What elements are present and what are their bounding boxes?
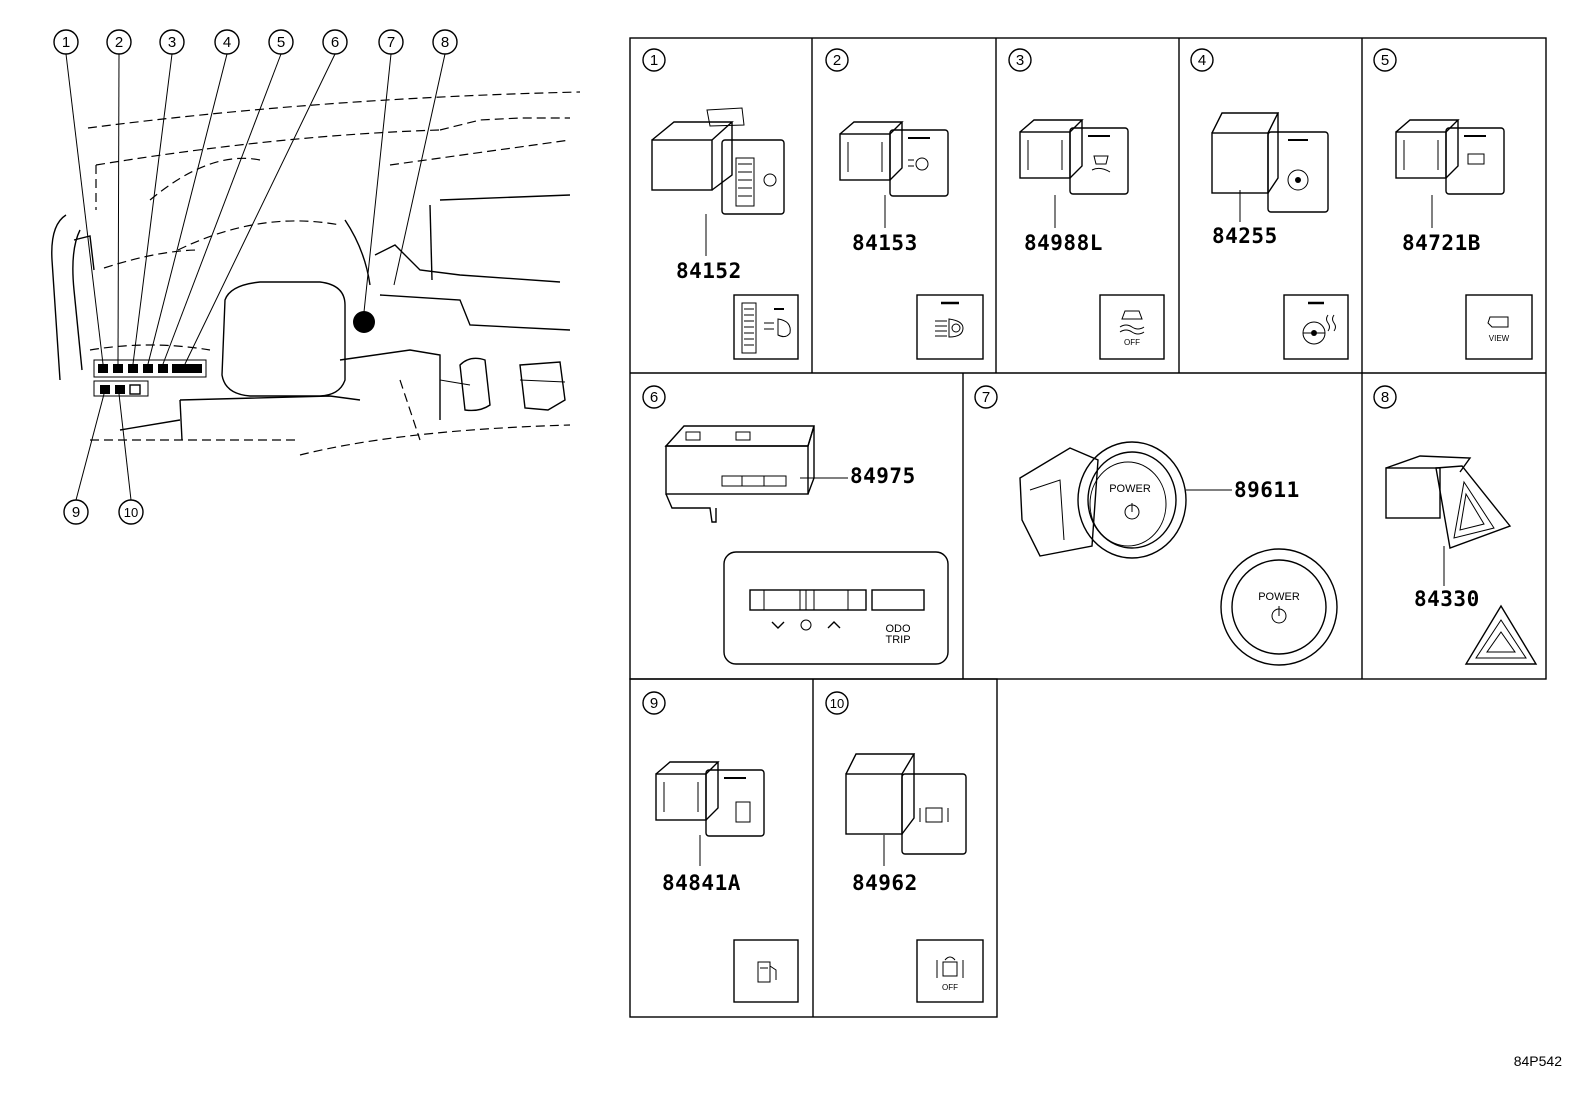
part-number-89611: 89611 — [1234, 478, 1300, 502]
power-switch-location-marker — [353, 311, 375, 333]
svg-text:4: 4 — [1198, 52, 1206, 69]
cell-2: 2 84153 — [825, 48, 984, 360]
svg-text:3: 3 — [168, 34, 176, 51]
cell-9: 9 84841A — [642, 691, 799, 1003]
part-number-84153: 84153 — [852, 231, 918, 255]
callout-1: 1 — [53, 29, 79, 55]
part-number-84255: 84255 — [1212, 224, 1278, 248]
switch-drawing-84152 — [651, 107, 785, 215]
cell-6: 6 84975 ODO TRIP — [642, 385, 949, 665]
svg-text:6: 6 — [331, 34, 339, 51]
callout-3: 3 — [159, 29, 185, 55]
switch-drawing-89611: POWER — [1019, 441, 1187, 559]
svg-text:4: 4 — [223, 34, 231, 51]
hazard-triangle-icon — [1464, 604, 1538, 665]
svg-text:TRIP: TRIP — [885, 634, 910, 646]
callout-8: 8 — [432, 29, 458, 55]
svg-text:10: 10 — [124, 505, 138, 520]
callout-9: 9 — [63, 499, 89, 525]
switch-drawing-84962 — [845, 753, 967, 855]
svg-text:7: 7 — [387, 34, 395, 51]
svg-text:POWER: POWER — [1109, 483, 1151, 495]
cell-10: 10 84962 OFF — [825, 691, 984, 1003]
callout-4: 4 — [214, 29, 240, 55]
parts-grid — [629, 37, 1547, 1018]
part-number-84962: 84962 — [852, 871, 918, 895]
switch-drawing-84255 — [1211, 112, 1329, 213]
svg-text:2: 2 — [833, 52, 841, 69]
part-number-84721B: 84721B — [1402, 231, 1481, 255]
cell-7: 7 POWER 89611 POWER — [974, 385, 1338, 666]
callout-2: 2 — [106, 29, 132, 55]
svg-text:5: 5 — [1381, 52, 1389, 69]
cell-1: 1 84152 — [642, 48, 799, 360]
svg-text:OFF: OFF — [1124, 338, 1140, 347]
part-number-84330: 84330 — [1414, 587, 1480, 611]
callout-7: 7 — [378, 29, 404, 55]
fuel-door-icon — [733, 939, 799, 1003]
callout-10: 10 — [118, 499, 144, 525]
svg-text:3: 3 — [1016, 52, 1024, 69]
svg-text:OFF: OFF — [942, 983, 958, 992]
switch-drawing-84975 — [664, 425, 815, 523]
diagram-code: 84P542 — [1513, 1053, 1562, 1069]
switch-drawing-84988L — [1019, 119, 1129, 195]
callout-6: 6 — [322, 29, 348, 55]
part-number-84988L: 84988L — [1024, 231, 1103, 255]
callout-5: 5 — [268, 29, 294, 55]
svg-text:8: 8 — [1381, 389, 1389, 406]
part-number-84152: 84152 — [676, 259, 742, 283]
cell-5: 5 84721B VIEW — [1373, 48, 1533, 360]
svg-text:8: 8 — [441, 34, 449, 51]
auto-high-beam-icon — [916, 294, 984, 360]
switch-drawing-84721B — [1395, 119, 1505, 195]
steering-heater-icon — [1283, 294, 1349, 360]
switch-drawing-84841A — [655, 761, 765, 837]
svg-text:9: 9 — [650, 695, 658, 712]
part-number-84975: 84975 — [850, 464, 916, 488]
svg-text:9: 9 — [72, 504, 80, 521]
svg-text:1: 1 — [62, 34, 70, 51]
svg-text:2: 2 — [115, 34, 123, 51]
svg-text:POWER: POWER — [1258, 591, 1300, 603]
headlamp-leveling-icon — [733, 294, 799, 360]
svg-text:ODO: ODO — [885, 623, 911, 635]
svg-text:6: 6 — [650, 389, 658, 406]
svg-text:7: 7 — [982, 389, 990, 406]
svg-text:10: 10 — [830, 696, 844, 711]
cell-3: 3 84988L OFF — [1008, 48, 1165, 360]
switch-drawing-84153 — [839, 121, 949, 197]
cell-4: 4 84255 — [1190, 48, 1349, 360]
traction-control-off-icon: OFF — [1099, 294, 1165, 360]
dashboard-overview — [51, 53, 581, 501]
svg-text:1: 1 — [650, 52, 658, 69]
switch-drawing-84330 — [1385, 455, 1512, 549]
panel-dimmer-icon: ODO TRIP — [723, 551, 949, 665]
cell-8: 8 84330 — [1373, 385, 1538, 665]
part-number-84841A: 84841A — [662, 871, 741, 895]
svg-text:VIEW: VIEW — [1489, 334, 1510, 343]
power-button-icon: POWER — [1220, 548, 1338, 666]
overview-callouts: 1 2 3 4 5 6 7 8 9 10 — [53, 29, 458, 525]
suspension-off-icon: OFF — [916, 939, 984, 1003]
svg-text:5: 5 — [277, 34, 285, 51]
camera-view-icon: VIEW — [1465, 294, 1533, 360]
